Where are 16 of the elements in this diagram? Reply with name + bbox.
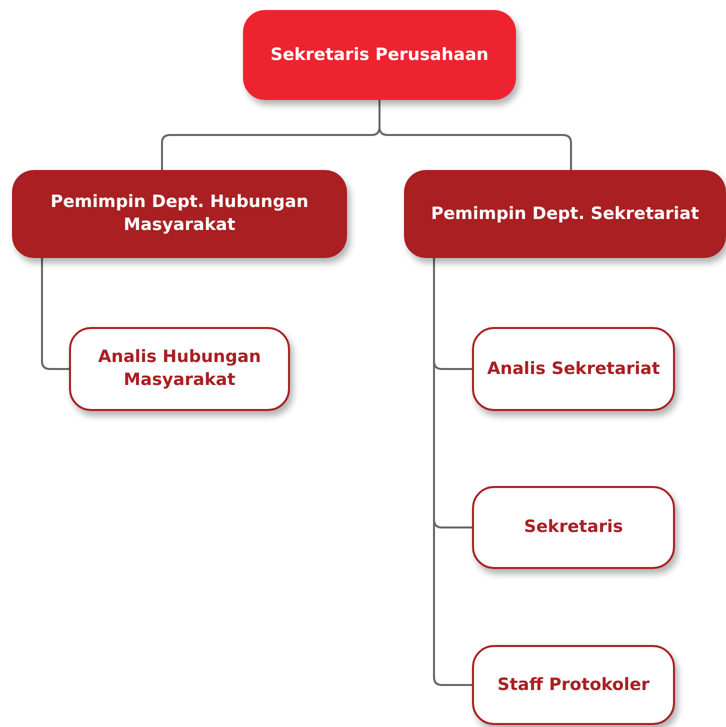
position-title: Sekretaris Perusahaan bbox=[270, 44, 489, 66]
staff-box bbox=[472, 645, 675, 725]
position-box bbox=[243, 10, 516, 100]
position-title: Analis Sekretariat bbox=[487, 358, 660, 380]
department-box bbox=[404, 170, 726, 258]
staff-box bbox=[472, 486, 675, 569]
position-title: Sekretaris bbox=[524, 516, 623, 539]
position-title: Analis Hubungan Masyarakat bbox=[97, 346, 262, 392]
connector-line bbox=[41, 258, 69, 370]
position-title: Pemimpin Dept. Sekretariat bbox=[431, 202, 699, 226]
position-title: Staff Protokoler bbox=[497, 674, 650, 696]
staff-box bbox=[69, 327, 290, 411]
position-title: Pemimpin Dept. Hubungan Masyarakat bbox=[49, 191, 310, 237]
connector-line bbox=[378, 100, 572, 170]
staff-box bbox=[472, 327, 675, 411]
department-box bbox=[12, 170, 347, 258]
